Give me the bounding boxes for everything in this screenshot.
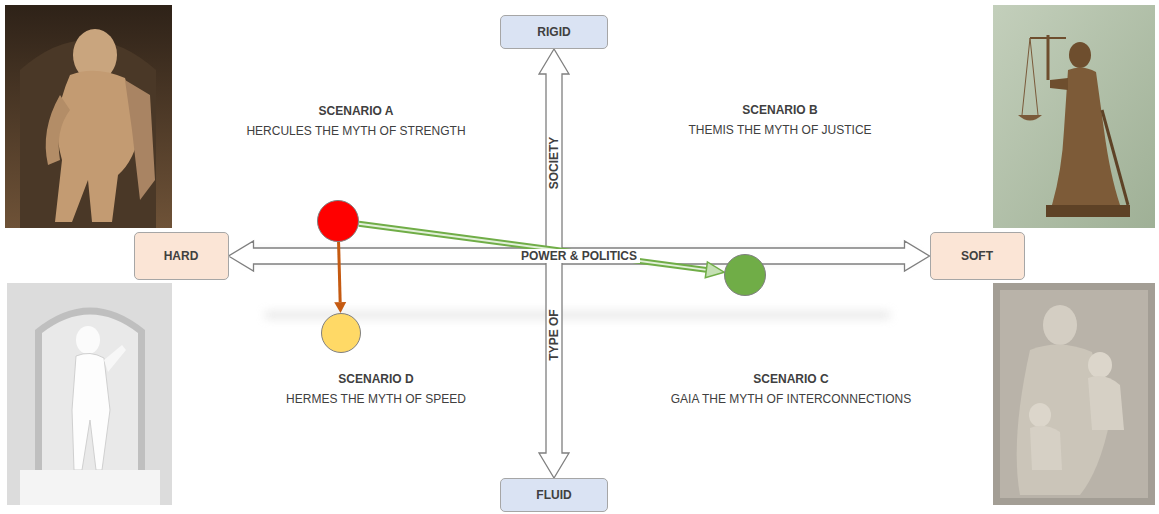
axis-label: TYPE OF <box>547 307 561 362</box>
axis-label: POWER & POLITICS <box>518 249 640 263</box>
axis-end-text: FLUID <box>536 488 571 502</box>
shift-arrow <box>334 242 346 313</box>
axis-arrow <box>229 241 930 271</box>
arrow-head <box>334 302 346 313</box>
arrow-shaft-inner <box>359 224 707 270</box>
scenario-circle: SCENARIO AHERCULES THE MYTH OF STRENGTH <box>317 200 359 242</box>
axis-end-box: SOFT <box>930 232 1025 280</box>
axis-label: SOCIETY <box>547 135 561 192</box>
scenario-heading: SCENARIO C <box>671 369 911 389</box>
block-arrow <box>229 241 930 271</box>
themis-statue <box>993 5 1155 228</box>
shadow-band <box>265 312 890 318</box>
axis-end-text: RIGID <box>537 25 570 39</box>
hermes-statue <box>7 283 172 505</box>
hercules-statue <box>5 5 172 228</box>
scenario-subtitle: THEMIS THE MYTH OF JUSTICE <box>688 123 871 137</box>
axis-end-box: RIGID <box>500 15 608 49</box>
scenario-text: SCENARIO CGAIA THE MYTH OF INTERCONNECTI… <box>671 369 911 409</box>
scenario-circle: SCENARIO CGAIA THE MYTH OF INTERCONNECTI… <box>724 254 766 296</box>
axis-end-text: HARD <box>164 249 199 263</box>
scenario-circle: SCENARIO DHERMES THE MYTH OF SPEED <box>321 313 361 353</box>
scenario-text: SCENARIO AHERCULES THE MYTH OF STRENGTH <box>246 101 465 141</box>
axis-arrow <box>539 49 569 478</box>
scenario-heading: SCENARIO B <box>742 103 817 117</box>
arrow-shaft <box>339 242 341 302</box>
scenario-heading: SCENARIO A <box>246 101 465 121</box>
scenario-text: SCENARIO DHERMES THE MYTH OF SPEED <box>286 369 466 409</box>
scenario-subtitle: HERCULES THE MYTH OF STRENGTH <box>246 121 465 141</box>
shift-arrow <box>359 224 724 278</box>
block-arrow <box>539 49 569 478</box>
arrow-head <box>705 262 724 278</box>
axis-end-text: SOFT <box>961 249 993 263</box>
axis-end-box: FLUID <box>500 478 608 512</box>
arrow-shaft <box>359 224 707 270</box>
axis-end-box: HARD <box>134 232 229 280</box>
gaia-relief <box>993 283 1155 505</box>
scenario-heading: SCENARIO D <box>286 369 466 389</box>
scenario-subtitle: GAIA THE MYTH OF INTERCONNECTIONS <box>671 389 911 409</box>
scenario-subtitle: HERMES THE MYTH OF SPEED <box>286 389 466 409</box>
